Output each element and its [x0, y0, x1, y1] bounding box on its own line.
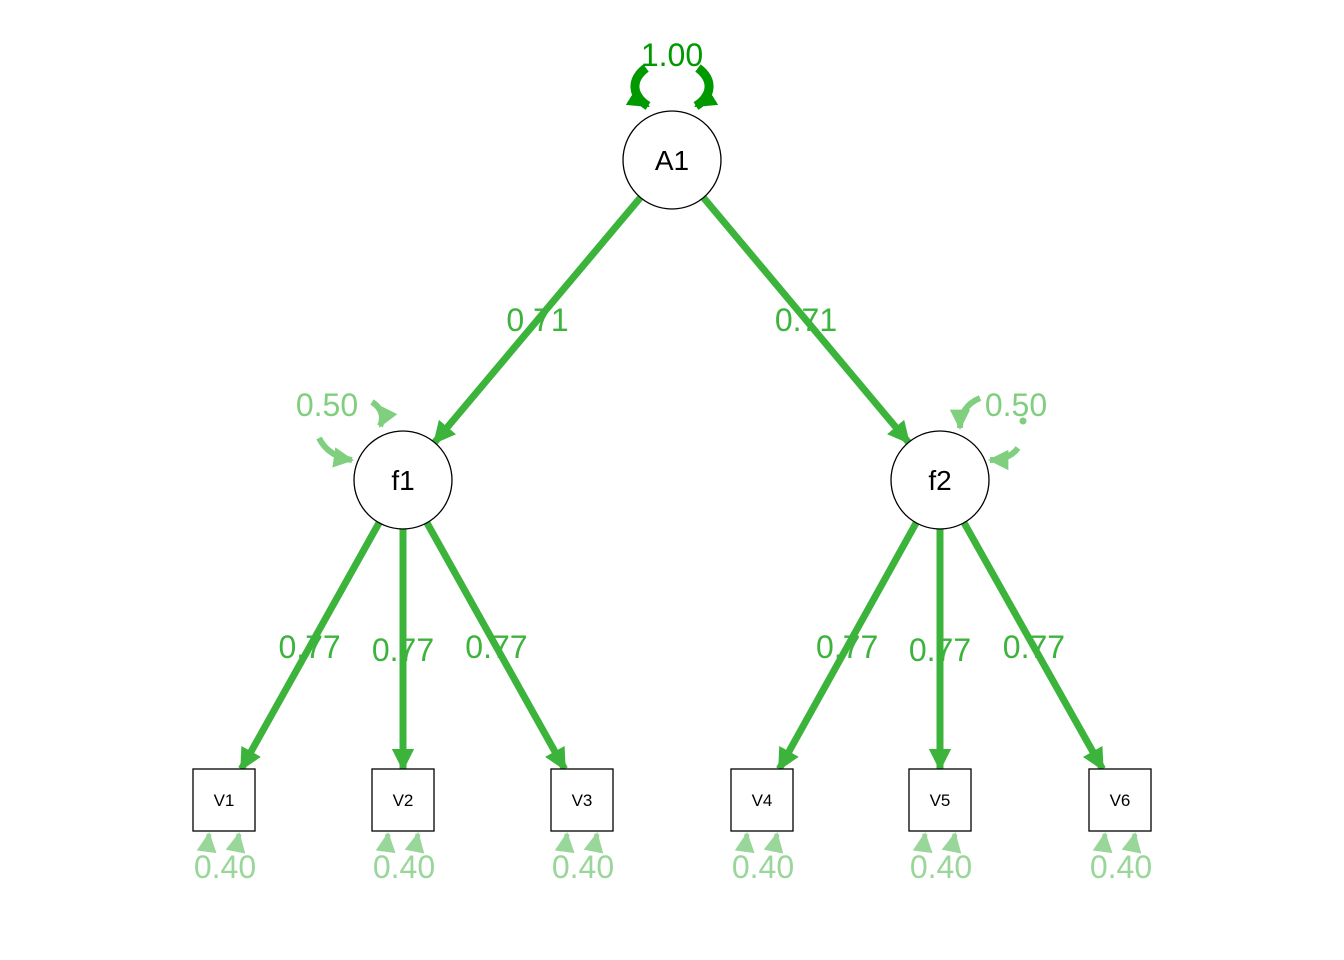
- variance-arrows-V4: [734, 832, 784, 854]
- node-label-f1: f1: [391, 465, 414, 496]
- variance-arrow-right: [941, 832, 962, 854]
- node-V1: V1: [192, 768, 256, 832]
- node-V3: V3: [550, 768, 614, 832]
- path-coefficient-label: 0.77: [278, 629, 340, 665]
- latent-node-circle: [890, 430, 990, 530]
- path-f1-V1: [238, 521, 383, 771]
- node-label-V1: V1: [214, 791, 235, 810]
- path-coefficient-label: 0.77: [909, 632, 971, 668]
- node-V2: V2: [371, 768, 435, 832]
- variance-dot: [1019, 417, 1027, 425]
- variance-label-V5: 0.40: [910, 849, 972, 885]
- node-label-V5: V5: [930, 791, 951, 810]
- observed-node-box: [1088, 768, 1152, 832]
- variance-arrow-left: [375, 832, 396, 854]
- variance-label-V6: 0.40: [1090, 849, 1152, 885]
- variance-arrows-V5: [912, 832, 962, 854]
- variance-arrows-f1: [316, 399, 398, 468]
- path-coefficient-label: 0.77: [465, 629, 527, 665]
- variance-arrow-left: [1092, 832, 1113, 854]
- variance-arrows-V2: [375, 832, 425, 854]
- node-label-V4: V4: [752, 791, 773, 810]
- variance-arrow-left: [734, 832, 755, 854]
- variance-arrow-right: [1121, 832, 1142, 854]
- node-label-f2: f2: [928, 465, 951, 496]
- variance-arrows-f2: [949, 395, 1027, 471]
- node-label-V6: V6: [1110, 791, 1131, 810]
- edges-layer: [238, 195, 1106, 772]
- node-V6: V6: [1088, 768, 1152, 832]
- variance-arrow-right: [404, 832, 425, 854]
- variance-arrow-right: [225, 832, 246, 854]
- variance-label-f2: 0.50: [985, 387, 1047, 423]
- observed-node-box: [908, 768, 972, 832]
- path-coefficient-label: 0.71: [775, 302, 837, 338]
- variance-arrow-right: [763, 832, 784, 854]
- variance-arrow-left: [316, 436, 355, 468]
- path-coefficient-label: 0.71: [506, 302, 568, 338]
- observed-node-box: [371, 768, 435, 832]
- variance-label-A1: 1.00: [641, 37, 703, 73]
- variance-label-V4: 0.40: [732, 849, 794, 885]
- observed-node-box: [192, 768, 256, 832]
- variance-arrow-left: [625, 64, 651, 110]
- variance-arrow-left: [196, 832, 217, 854]
- variance-arrow-top: [370, 399, 398, 428]
- variance-label-V2: 0.40: [373, 849, 435, 885]
- variance-label-f1: 0.50: [296, 387, 358, 423]
- variance-arrow-left: [912, 832, 933, 854]
- path-f2-V4: [776, 521, 920, 771]
- path-f2-V6: [960, 520, 1106, 771]
- variance-arrow-right: [693, 64, 719, 110]
- path-A1-f2: [700, 195, 912, 445]
- variance-label-V3: 0.40: [552, 849, 614, 885]
- variance-arrows-V3: [554, 832, 604, 854]
- variance-arrows-V6: [1092, 832, 1142, 854]
- path-A1-f1: [431, 195, 644, 445]
- variances-layer: [196, 64, 1142, 854]
- variance-arrows-A1: [625, 64, 719, 110]
- variance-label-V1: 0.40: [194, 849, 256, 885]
- path-coefficient-label: 0.77: [1003, 629, 1065, 665]
- variance-arrow-right: [583, 832, 604, 854]
- path-coefficient-label: 0.77: [372, 632, 434, 668]
- node-f1: f1: [353, 430, 453, 530]
- node-label-A1: A1: [655, 145, 689, 176]
- node-V4: V4: [730, 768, 794, 832]
- labels-layer: 0.71 0.71 0.77 0.77 0.77 0.77 0.77 0.77 1.00 0.50…: [194, 37, 1152, 885]
- variance-arrow-left: [554, 832, 575, 854]
- variance-arrows-V1: [196, 832, 246, 854]
- node-V5: V5: [908, 768, 972, 832]
- observed-node-box: [550, 768, 614, 832]
- node-f2: f2: [890, 430, 990, 530]
- latent-node-circle: [622, 110, 722, 210]
- node-label-V2: V2: [393, 791, 414, 810]
- variance-arrow-top: [949, 395, 982, 431]
- node-A1: A1: [622, 110, 722, 210]
- latent-node-circle: [353, 430, 453, 530]
- path-f1-V3: [423, 521, 568, 771]
- path-coefficient-label: 0.77: [816, 629, 878, 665]
- node-label-V3: V3: [572, 791, 593, 810]
- variance-arrow-right: [987, 446, 1021, 471]
- observed-node-box: [730, 768, 794, 832]
